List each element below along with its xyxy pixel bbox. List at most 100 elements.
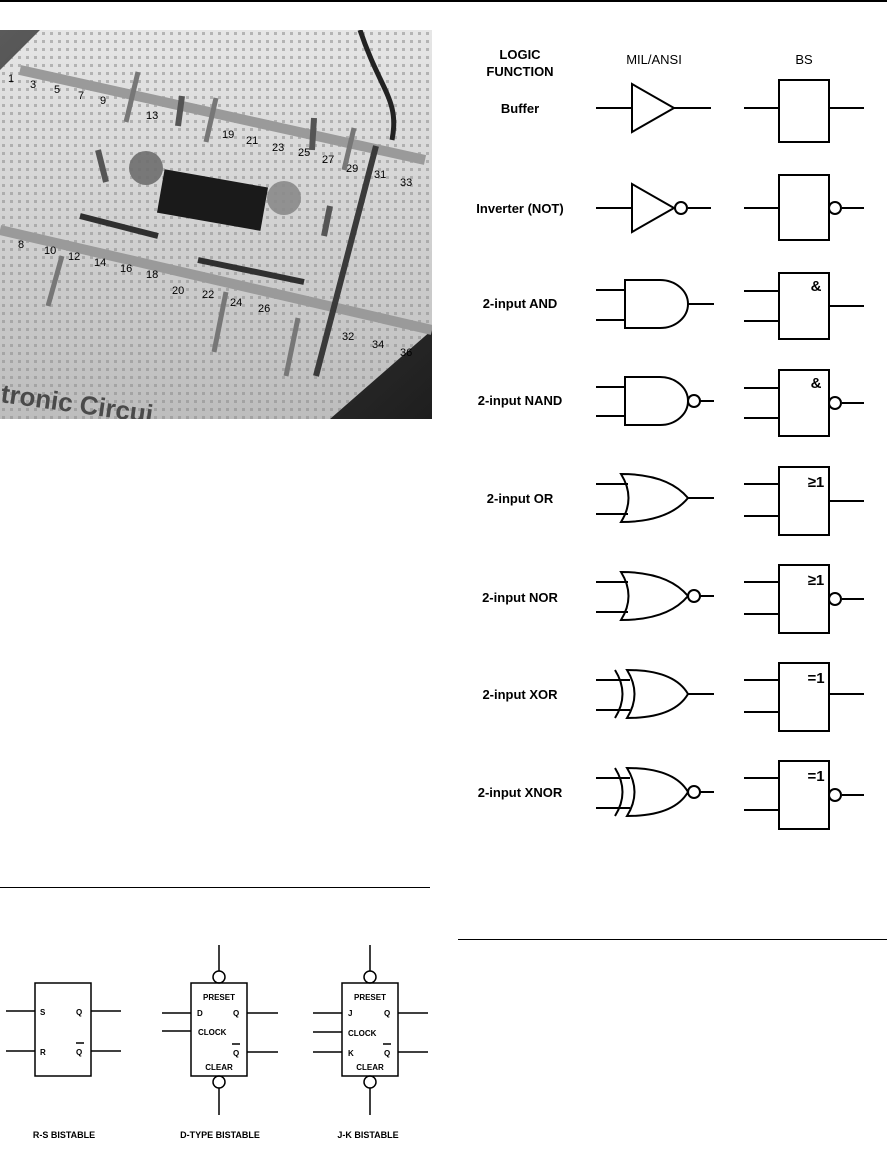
breadboard-number: 16 (120, 263, 132, 275)
breadboard-number: 14 (94, 257, 106, 269)
breadboard-number: 23 (272, 142, 284, 154)
d-label-clock: CLOCK (198, 1028, 227, 1037)
breadboard-number: 33 (400, 177, 412, 189)
resistor (321, 205, 333, 237)
rs-label-s: S (40, 1008, 46, 1017)
breadboard-number: 18 (146, 269, 158, 281)
ic-chip (156, 169, 269, 231)
breadboard-number: 34 (372, 339, 384, 351)
jk-label-j: J (348, 1009, 352, 1018)
nor-bs-symbol (744, 564, 864, 634)
breadboard-number: 5 (54, 84, 60, 96)
gate-name: 2-input AND (483, 296, 558, 311)
breadboard-photo: 1 3 5 7 9 13 19 21 23 25 27 29 31 33 8 1… (0, 30, 432, 419)
breadboard-number: 1 (8, 73, 14, 85)
breadboard-number: 9 (100, 95, 106, 107)
led (129, 151, 163, 185)
nand-bs-symbol (744, 369, 864, 437)
header-logic: LOGIC (499, 47, 541, 62)
header-mil-ansi: MIL/ANSI (626, 52, 682, 67)
wire (341, 127, 357, 171)
not-mil-symbol (596, 182, 711, 234)
logic-gates-table: LOGIC FUNCTION MIL/ANSI BS Buffer Invert… (476, 47, 864, 830)
resistor (95, 149, 109, 183)
bs-label: ≥1 (808, 572, 825, 589)
wire (211, 291, 229, 353)
breadboard-number: 27 (322, 154, 334, 166)
breadboard-number: 13 (146, 110, 158, 122)
xnor-bs-symbol (744, 760, 864, 830)
breadboard-number: 20 (172, 285, 184, 297)
breadboard-number: 22 (202, 289, 214, 301)
wire (313, 145, 379, 377)
or-mil-symbol (596, 472, 714, 524)
bs-label: & (811, 278, 822, 295)
resistor (175, 95, 185, 127)
breadboard-number: 29 (346, 163, 358, 175)
jk-bistable-symbol (313, 945, 428, 1115)
jk-label-preset: PRESET (354, 993, 386, 1002)
d-label-clear: CLEAR (205, 1063, 233, 1072)
header-bs: BS (795, 52, 813, 67)
breadboard-number: 19 (222, 129, 234, 141)
bistables-diagram: S R Q Q PRESET D Q CLOCK Q CLEAR PRESET … (6, 945, 428, 1140)
top-rule (0, 0, 887, 2)
jk-label-k: K (348, 1049, 354, 1058)
gate-name: 2-input OR (487, 491, 554, 506)
wire (197, 257, 305, 285)
breadboard-number: 10 (44, 245, 56, 257)
bs-label: =1 (807, 768, 824, 785)
wire (283, 317, 301, 377)
breadboard-number: 12 (68, 251, 80, 263)
or-bs-symbol (744, 466, 864, 536)
led (267, 181, 301, 215)
breadboard-number: 21 (246, 135, 258, 147)
rs-label-qbar: Q (76, 1048, 82, 1057)
bs-label: =1 (807, 670, 824, 687)
breadboard-number: 24 (230, 297, 242, 309)
xnor-mil-symbol (596, 766, 714, 818)
and-bs-symbol (744, 272, 864, 340)
jk-label-qbar: Q (384, 1049, 390, 1058)
jk-caption: J-K BISTABLE (337, 1130, 398, 1140)
bs-label: ≥1 (808, 474, 825, 491)
breadboard-number: 3 (30, 79, 36, 91)
breadboard-number: 25 (298, 147, 310, 159)
wire (79, 213, 159, 239)
divider-left (0, 887, 430, 888)
gate-name: 2-input XOR (482, 687, 558, 702)
wire (357, 30, 397, 141)
nand-mil-symbol (596, 376, 714, 426)
d-label-d: D (197, 1009, 203, 1018)
divider-right (458, 939, 887, 940)
d-caption: D-TYPE BISTABLE (180, 1130, 260, 1140)
gate-name: 2-input XNOR (478, 785, 563, 800)
and-mil-symbol (596, 279, 714, 329)
jk-label-clear: CLEAR (356, 1063, 384, 1072)
gate-name: 2-input NOR (482, 590, 558, 605)
rs-bistable-symbol (6, 982, 121, 1077)
nor-mil-symbol (596, 570, 714, 622)
d-bistable-symbol (162, 945, 278, 1115)
breadboard-number: 26 (258, 303, 270, 315)
gate-name: 2-input NAND (478, 393, 563, 408)
bs-label: & (811, 375, 822, 392)
gate-name: Inverter (NOT) (476, 201, 563, 216)
wire (203, 97, 219, 143)
xor-mil-symbol (596, 668, 714, 720)
not-bs-symbol (744, 174, 864, 241)
buffer-mil-symbol (596, 82, 711, 134)
jk-label-q: Q (384, 1009, 390, 1018)
rs-label-r: R (40, 1048, 46, 1057)
breadboard-number: 36 (400, 347, 412, 359)
rs-label-q: Q (76, 1008, 82, 1017)
wire (123, 71, 141, 123)
jk-label-clock: CLOCK (348, 1029, 377, 1038)
breadboard-number: 7 (78, 90, 84, 102)
gate-name: Buffer (501, 101, 539, 116)
breadboard-number: 32 (342, 331, 354, 343)
wire (45, 255, 65, 307)
breadboard-number: 31 (374, 169, 386, 181)
header-function: FUNCTION (486, 64, 553, 79)
xor-bs-symbol (744, 662, 864, 732)
